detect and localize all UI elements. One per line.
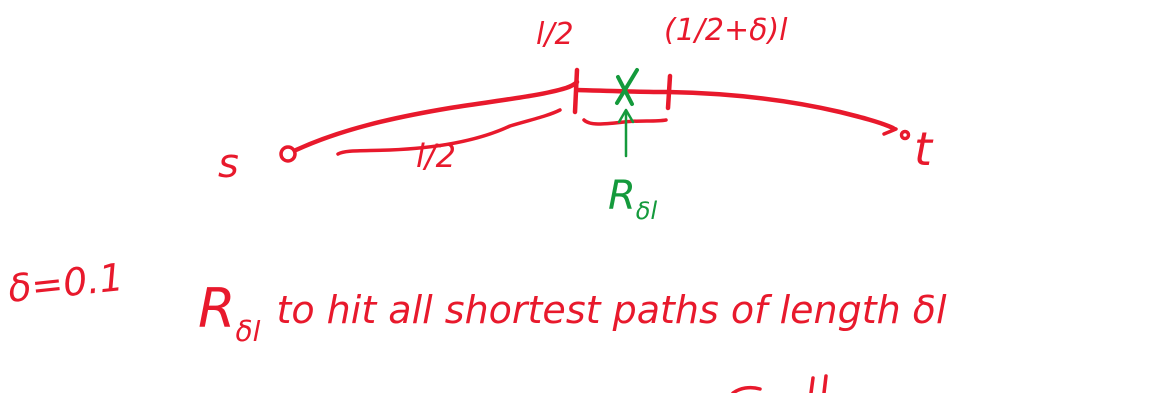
sample-x-mark-b [615, 68, 639, 105]
path-s-to-midpoint [293, 79, 580, 153]
tick-left [572, 67, 580, 115]
arrowhead [880, 122, 898, 136]
sentence-text: to hit all shortest paths of length δl [276, 288, 947, 332]
half-length-label-top: l/2 [536, 17, 574, 52]
half-length-label-bottom: l/2 [416, 137, 457, 175]
target-node [899, 129, 911, 141]
tick-right [665, 73, 673, 111]
cut-off-stroke-c [822, 374, 828, 393]
source-node [279, 145, 297, 163]
cut-off-stroke-a [731, 385, 762, 393]
sample-arrowhead [617, 108, 635, 124]
window-brace [582, 118, 668, 126]
sample-set-label: Rδl [608, 173, 657, 223]
delta-value-label: δ=0.1 [6, 255, 126, 311]
half-length-brace [336, 108, 562, 156]
sentence-set-subscript: δl [235, 315, 261, 348]
window-end-label: (1/2+δ)l [664, 13, 788, 48]
sample-set-subscript: δl [635, 197, 658, 225]
cut-off-stroke-b [809, 376, 815, 393]
sample-set-letter: R [608, 173, 636, 219]
source-label: s [218, 141, 239, 187]
target-label: t [914, 122, 933, 176]
sentence-set-letter: R [198, 277, 236, 340]
